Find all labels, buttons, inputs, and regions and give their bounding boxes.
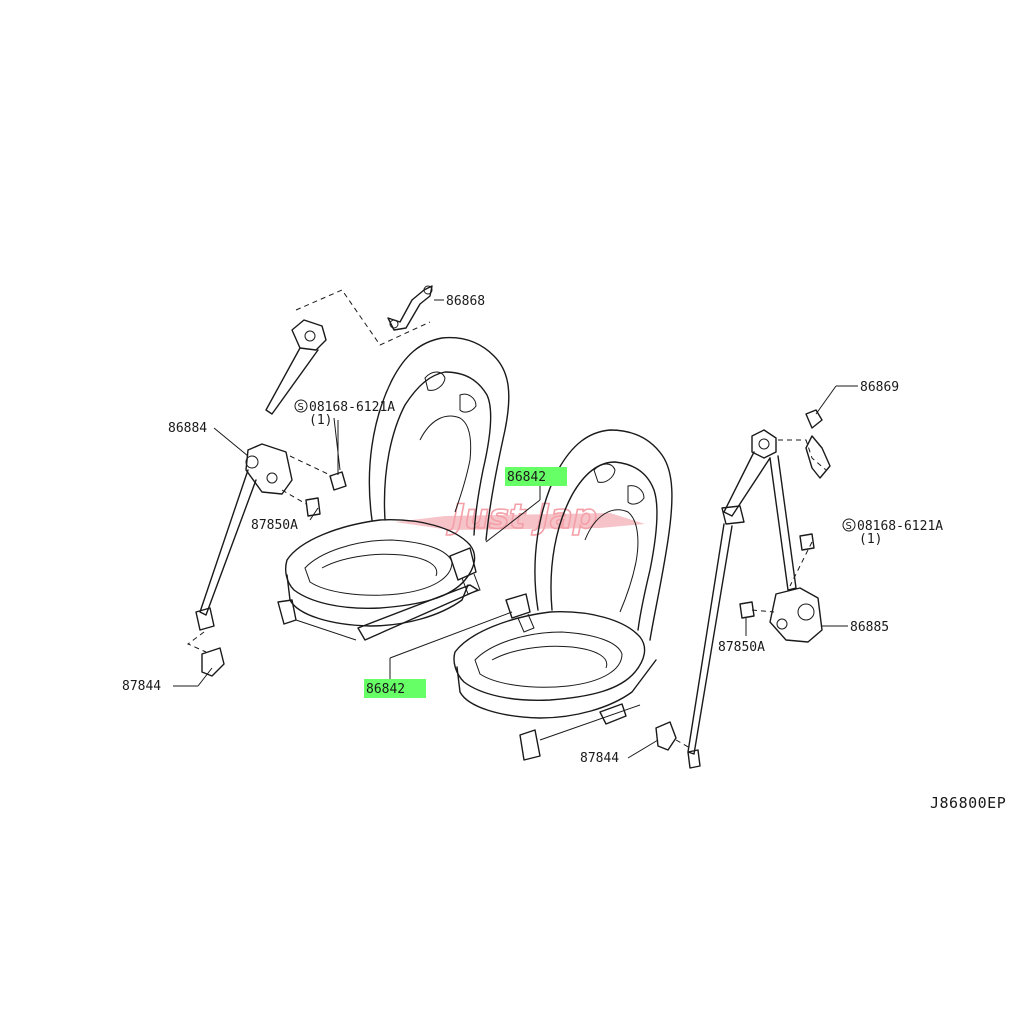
leader-lines: [173, 299, 858, 759]
highlight-86842-lower: [364, 679, 426, 698]
callout-86884[interactable]: 86884: [168, 421, 207, 436]
seat-left-drawing: [277, 336, 510, 641]
callout-86885[interactable]: 86885: [850, 620, 889, 635]
callout-86842-lower[interactable]: 86842: [366, 682, 405, 697]
callout-87850a-left[interactable]: 87850A: [251, 518, 298, 533]
seatbelt-right-drawing: [655, 409, 831, 769]
bracket-86868-drawing: [387, 285, 433, 331]
seatbelt-left-drawing: [187, 289, 431, 677]
svg-text:S: S: [298, 402, 304, 413]
part-number-08168-right[interactable]: 08168-6121A: [857, 519, 943, 534]
part-number-86884[interactable]: 86884: [168, 421, 207, 436]
callout-86842-upper[interactable]: 86842: [507, 470, 546, 485]
watermark-text: Just Jap: [446, 497, 597, 537]
callout-screw-left[interactable]: S 08168-6121A (1): [294, 399, 395, 428]
s-symbol-icon: [842, 518, 856, 532]
callout-86868[interactable]: 86868: [446, 294, 485, 309]
callout-87844-right[interactable]: 87844: [580, 751, 619, 766]
part-number-87844-left[interactable]: 87844: [122, 679, 161, 694]
svg-text:S: S: [846, 521, 852, 532]
seat-right-drawing: [453, 429, 673, 761]
part-number-86868[interactable]: 86868: [446, 294, 485, 309]
callout-screw-right[interactable]: S 08168-6121A (1): [842, 518, 943, 547]
diagram-reference-code: J86800EP: [930, 794, 1006, 812]
part-number-87850a-left[interactable]: 87850A: [251, 518, 298, 533]
highlight-86842-upper: [505, 467, 567, 486]
part-number-08168-left[interactable]: 08168-6121A: [309, 400, 395, 415]
part-number-86885[interactable]: 86885: [850, 620, 889, 635]
part-number-87850a-right[interactable]: 87850A: [718, 640, 765, 655]
callout-86869[interactable]: 86869: [860, 380, 899, 395]
quantity-left: (1): [309, 413, 332, 428]
part-number-86842-lower[interactable]: 86842: [366, 682, 405, 697]
part-number-86869[interactable]: 86869: [860, 380, 899, 395]
callout-87850a-right[interactable]: 87850A: [718, 640, 765, 655]
quantity-right: (1): [859, 532, 882, 547]
s-symbol-icon: [294, 399, 308, 413]
part-number-86842-upper[interactable]: 86842: [507, 470, 546, 485]
watermark-logo: Just Jap: [395, 496, 645, 538]
callout-87844-left[interactable]: 87844: [122, 679, 161, 694]
part-number-87844-right[interactable]: 87844: [580, 751, 619, 766]
